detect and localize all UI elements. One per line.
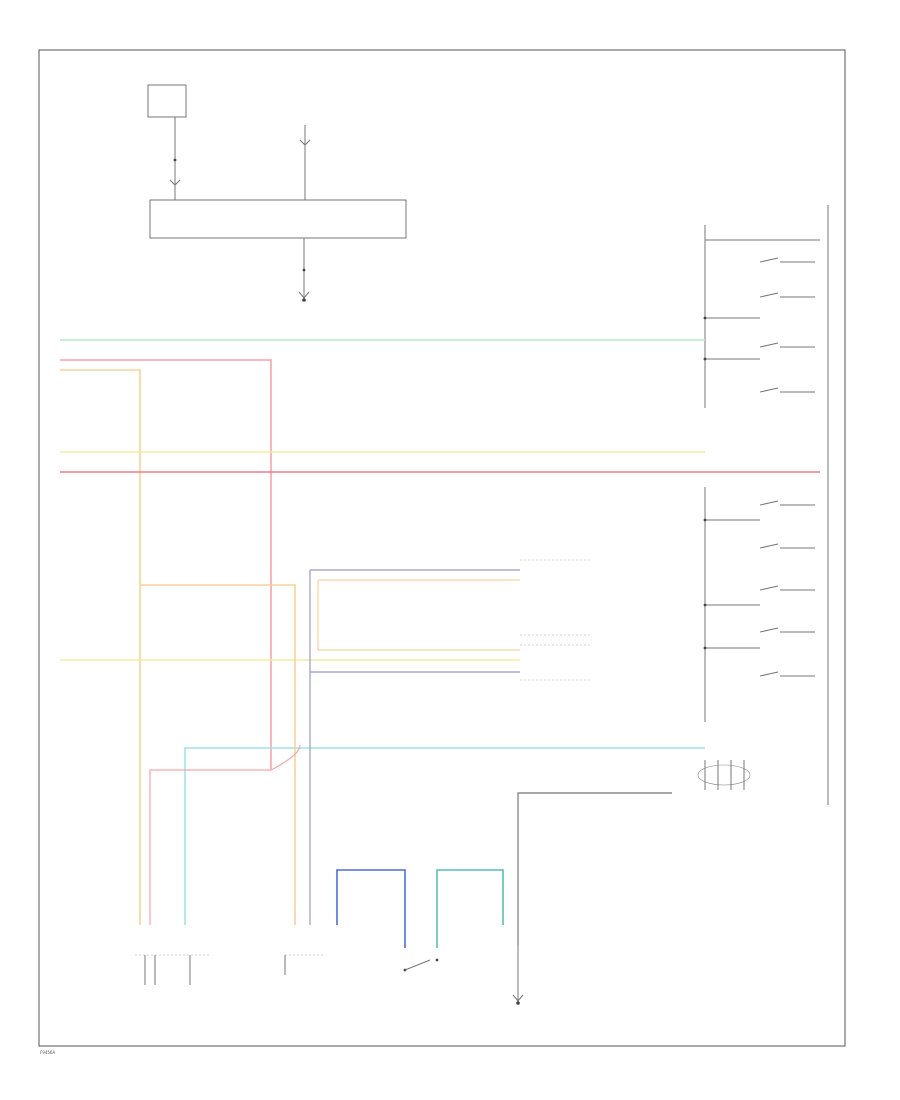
module-box-b xyxy=(520,644,590,681)
seat-switch-connector xyxy=(135,954,210,985)
wire-tan-wht xyxy=(60,369,141,925)
lamp-connector-cluster xyxy=(697,760,751,790)
wire-pnk-yel xyxy=(60,359,272,770)
wire-purple-b xyxy=(309,570,520,925)
wire-blue-switch xyxy=(336,869,406,948)
module-box-a xyxy=(520,559,590,636)
control-module-top xyxy=(149,199,407,239)
wire-lt-blue xyxy=(184,747,705,925)
wire-gray-ground xyxy=(517,792,672,945)
diagram-border xyxy=(38,49,846,1047)
wire-orange-branch xyxy=(140,584,296,925)
fuse-block-top xyxy=(147,84,311,200)
diagram-code: F9456A xyxy=(40,1050,55,1055)
module-ground xyxy=(298,238,310,302)
wire-red-loop xyxy=(149,744,301,925)
ground-bottom xyxy=(512,945,524,1005)
door-ajar-switch xyxy=(403,958,439,972)
wire-teal-switch xyxy=(436,869,504,948)
module-connector-bottom xyxy=(284,954,325,975)
wire-orange-b xyxy=(317,580,520,651)
right-switch-panel xyxy=(703,205,829,805)
